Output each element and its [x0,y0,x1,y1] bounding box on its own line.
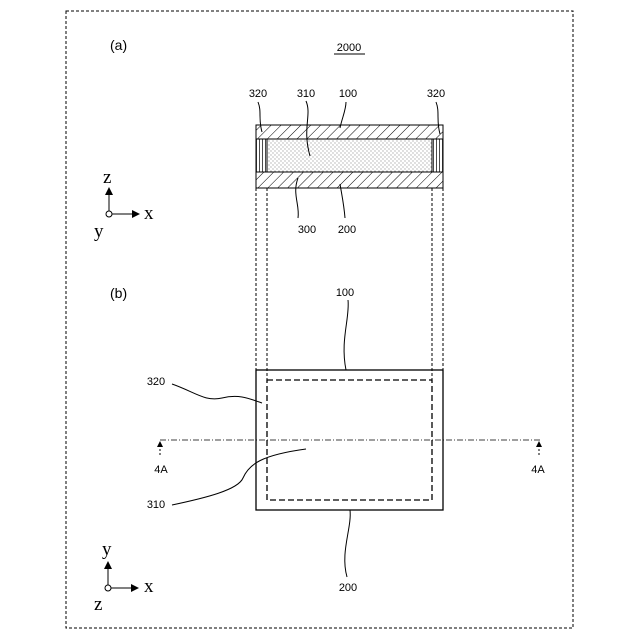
leader-b-100 [344,300,348,370]
section-label-left: 4A [154,464,168,476]
ref-a-310: 310 [297,88,315,100]
section-label-right: 4A [531,464,545,476]
ref-a-200: 200 [338,224,356,236]
leader-a-200 [340,184,345,218]
axis-a-out-label: y [94,221,104,242]
axis-b-vertical-label: y [102,539,112,560]
leader-b-310 [172,449,306,505]
axis-b-out-label: z [94,594,102,615]
seal-320-left [256,139,267,172]
ref-a-320-left: 320 [249,88,267,100]
ref-b-320: 320 [147,376,165,388]
panel-b-label: (b) [110,285,127,301]
ref-b-200: 200 [339,582,357,594]
panel-b: (b) 4A 4A 100 320 310 200 y x z [94,285,545,615]
axis-a-vertical-label: z [103,167,111,188]
axis-b-origin [105,585,111,591]
ref-a-100: 100 [339,88,357,100]
layer-100-top [256,125,443,139]
axes-b: y x z [94,539,154,615]
axis-a-horizontal-label: x [144,203,154,224]
ref-b-310: 310 [147,499,165,511]
axis-a-origin [106,211,112,217]
figure-number: 2000 [337,42,361,54]
panel-a-label: (a) [110,37,127,53]
projection-lines [256,188,443,380]
ref-b-100: 100 [336,287,354,299]
layer-200-bottom [256,172,443,188]
leader-a-100 [340,102,346,128]
axes-a: z x y [94,167,154,242]
figure-frame [66,11,573,628]
panel-a: (a) 320 310 100 320 300 200 z x y [94,37,445,242]
leader-b-320 [172,384,262,403]
seal-320-right [432,139,443,172]
ref-a-320-right: 320 [427,88,445,100]
leader-b-200 [345,510,350,577]
ref-a-300: 300 [298,224,316,236]
layer-310-middle [267,139,432,172]
axis-b-horizontal-label: x [144,576,154,597]
